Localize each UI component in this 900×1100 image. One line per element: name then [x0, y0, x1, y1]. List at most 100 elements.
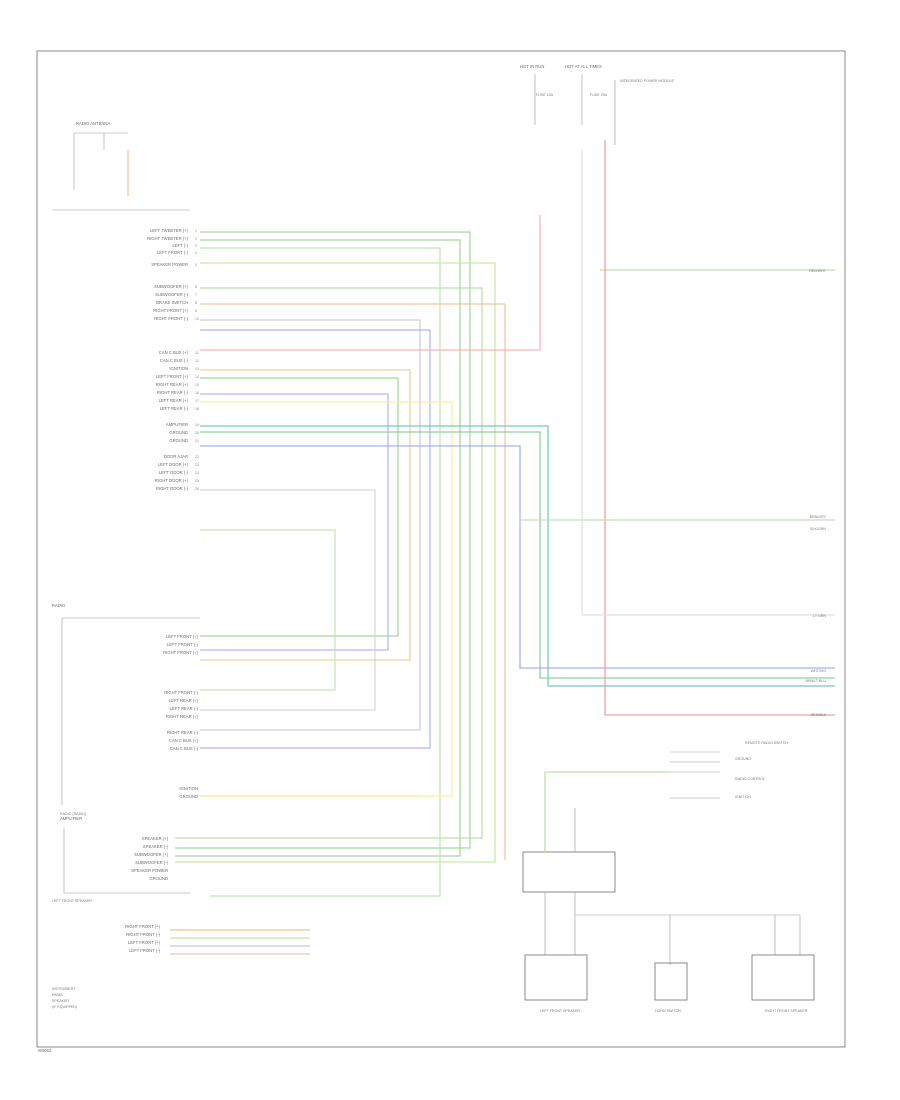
pin-number: 26 [195, 487, 199, 491]
left-connector-label: RIGHT DOOR (+) [155, 478, 189, 483]
pin-number: 21 [195, 439, 199, 443]
remote-radio-switch: REMOTE RADIO SWITCH GROUND RADIO CONTROL… [522, 741, 815, 1013]
right-label: BRN/GRY [810, 515, 827, 519]
radio-label: RIGHT FRONT (-) [164, 690, 198, 695]
wire-harness [170, 140, 835, 955]
wire [200, 425, 835, 687]
wire [604, 140, 835, 716]
radio-label: RIGHT REAR (-) [167, 730, 199, 735]
speaker-caption-3: SPEAKER [52, 999, 69, 1003]
ip-speaker-box: LEFT FRONT SPEAKER INSTRUMENT PANEL SPEA… [52, 899, 92, 1009]
speaker-title: LEFT FRONT SPEAKER [52, 899, 92, 903]
speaker-caption-2: PANEL [52, 993, 64, 997]
speaker-label: LEFT FRONT (-) [129, 948, 161, 953]
relay-ignition: IGNITION [735, 795, 751, 799]
pin-number: 10 [195, 317, 199, 321]
diagram-frame [36, 50, 846, 1048]
relay-radio-control: RADIO CONTROL [735, 777, 765, 781]
bottom-horn-switch: HORN SWITCH [655, 1009, 681, 1013]
radio-label: CAN C BUS (+) [169, 738, 199, 743]
antenna-block: RADIO ANTENNA [52, 121, 190, 211]
right-label: BRN/LT BLU [806, 679, 827, 683]
pin-number: 25 [195, 479, 199, 483]
right-label: WHT/VIO [811, 669, 827, 673]
left-connector-label: SPEAKER POWER [151, 262, 188, 267]
radio-label: LEFT FRONT (-) [167, 642, 199, 647]
wire [581, 150, 835, 616]
pin-number: 2 [195, 237, 197, 241]
wire [175, 239, 461, 857]
pin-number: 17 [195, 399, 199, 403]
radio-label: GROUND [179, 794, 198, 799]
amp-labels: SPEAKER (+)SPEAKER (-)SUBWOOFER (+)SUBWO… [131, 836, 168, 881]
left-connector-label: IGNITION [169, 366, 188, 371]
pin-number: 15 [195, 383, 199, 387]
speaker-caption-1: INSTRUMENT [52, 987, 76, 991]
pin-number: 23 [195, 463, 199, 467]
radio-labels: LEFT FRONT (+) LEFT FRONT (-) RIGHT FRONT … [163, 634, 198, 799]
pin-number: 9 [195, 309, 197, 313]
pin-number: 14 [195, 375, 199, 379]
fuse-hot-at-all-times: HOT AT ALL TIMES [565, 64, 602, 69]
pin-number: 24 [195, 471, 199, 475]
wire [175, 231, 471, 849]
amp-label: SUBWOOFER (+) [134, 852, 168, 857]
steering-wheel-switch [522, 851, 616, 893]
horn-switch-box [654, 962, 688, 1001]
pin-number: 3 [195, 244, 197, 248]
bottom-right-speaker: RIGHT FRONT SPEAKER [765, 1009, 808, 1013]
left-connector-label: LEFT FRONT (+) [156, 374, 189, 379]
left-connector-label: LEFT REAR (+) [159, 398, 189, 403]
wire [200, 393, 389, 651]
wire [200, 247, 441, 897]
speaker-label: RIGHT FRONT (+) [125, 924, 160, 929]
right-label: RED/WHT [809, 269, 827, 273]
amp-label: GROUND [149, 876, 168, 881]
wire [200, 445, 835, 669]
bottom-left-speaker: LEFT FRONT SPEAKER [540, 1009, 580, 1013]
left-connector-label: GROUND [169, 438, 188, 443]
left-connector-label: LEFT REAR (-) [160, 406, 189, 411]
right-label: LT GRN [813, 614, 826, 618]
pin-number: 6 [195, 285, 197, 289]
radio-label: LEFT REAR (-) [170, 706, 199, 711]
pin-number: 5 [195, 263, 197, 267]
relay-title: REMOTE RADIO SWITCH [745, 741, 788, 745]
left-connector-label: RIGHT REAR (+) [156, 382, 189, 387]
pin-number: 13 [195, 367, 199, 371]
wire [200, 401, 453, 797]
wire [175, 287, 483, 839]
pin-number: 12 [195, 359, 199, 363]
left-connector-label: SUBWOOFER (+) [154, 284, 188, 289]
wire [200, 431, 835, 679]
amp-label: SPEAKER POWER [131, 868, 168, 873]
speaker-caption-4: (IF EQUIPPED) [52, 1005, 77, 1009]
left-speaker-box [524, 954, 588, 1001]
left-connector-label: RIGHT REAR (-) [157, 390, 189, 395]
wire [200, 319, 421, 731]
left-connector-label: CAN C BUS (+) [159, 350, 189, 355]
pin-number: 20 [195, 431, 199, 435]
right-speaker-box [751, 954, 815, 1001]
left-connector-label: RIGHT DOOR (-) [156, 486, 189, 491]
radio-label: CAN C BUS (-) [170, 746, 199, 751]
fuse-block: HOT IN RUN HOT AT ALL TIMES FUSE 10A FUS… [520, 64, 674, 145]
wire [200, 369, 411, 661]
wire [200, 329, 431, 749]
wire [200, 489, 376, 711]
fuse-label-a: FUSE 10A [536, 93, 554, 97]
radio-label: LEFT FRONT (+) [166, 634, 199, 639]
amplifier-box: AMPLIFIER [60, 816, 190, 894]
radio-footer: RADIO (RADIO) [60, 812, 86, 816]
pin-number: 16 [195, 391, 199, 395]
wire [200, 215, 541, 351]
speaker-label: LEFT FRONT (+) [128, 940, 161, 945]
left-connector-label: RIGHT FRONT (+) [153, 308, 188, 313]
radio-label: IGNITION [179, 786, 198, 791]
radio-box: RADIO RADIO (RADIO) [52, 603, 200, 816]
fuse-label-b: FUSE 20A [590, 93, 608, 97]
left-connector-label: RIGHT FRONT (-) [154, 316, 188, 321]
pin-number: 22 [195, 455, 199, 459]
